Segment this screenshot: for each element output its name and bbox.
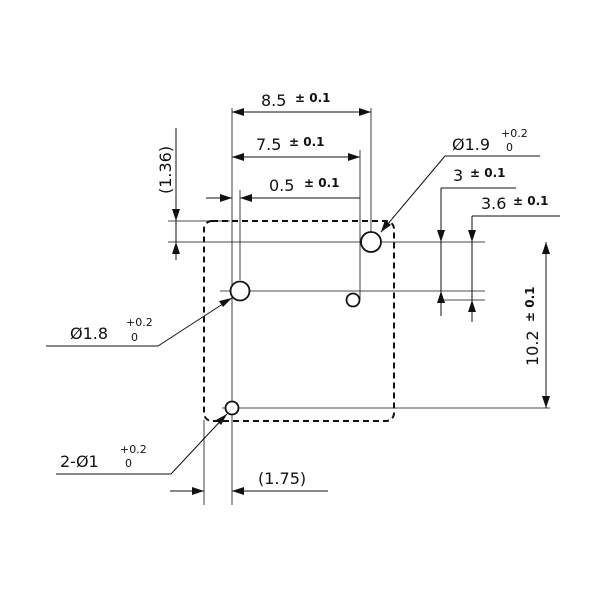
medium-hole-tol-upper: +0.2 xyxy=(126,316,153,329)
dimension-overall-width: 8.5 ± 0.1 xyxy=(232,91,371,116)
small-hole-bottom xyxy=(224,400,240,416)
overall-width-tolerance: ± 0.1 xyxy=(295,91,331,105)
large-hole-tol-upper: +0.2 xyxy=(501,127,528,140)
small-holes-value: 2-Ø1 xyxy=(60,452,99,471)
large-hole-tol-lower: 0 xyxy=(506,141,513,154)
callout-large-hole: Ø1.9 +0.2 0 xyxy=(380,127,540,233)
small-hole-right xyxy=(345,292,361,308)
callout-medium-hole: Ø1.8 +0.2 0 xyxy=(46,297,233,347)
medium-hole-value: Ø1.8 xyxy=(70,324,108,343)
medium-hole-tol-lower: 0 xyxy=(131,331,138,344)
vertical-3-tolerance: ± 0.1 xyxy=(470,166,506,180)
dimension-height: 10.2 ± 0.1 xyxy=(523,242,550,408)
vertical-3-6-value: 3.6 xyxy=(481,194,506,213)
pin-spacing-tolerance: ± 0.1 xyxy=(289,135,325,149)
small-holes-tol-lower: 0 xyxy=(125,457,132,470)
large-hole xyxy=(360,231,382,253)
pin-spacing-value: 7.5 xyxy=(256,135,281,154)
left-margin-value: (1.75) xyxy=(258,469,306,488)
height-value: 10.2 xyxy=(523,330,542,366)
top-margin-value: (1.36) xyxy=(156,146,175,194)
large-hole-value: Ø1.9 xyxy=(452,135,490,154)
pin-offset-tolerance: ± 0.1 xyxy=(304,176,340,190)
pin-offset-value: 0.5 xyxy=(269,176,294,195)
component-outline xyxy=(203,220,395,422)
overall-width-value: 8.5 xyxy=(261,91,286,110)
vertical-3-value: 3 xyxy=(453,166,463,185)
height-tolerance: ± 0.1 xyxy=(523,287,537,323)
small-holes-tol-upper: +0.2 xyxy=(120,443,147,456)
dimension-top-margin: (1.36) xyxy=(156,128,230,260)
vertical-3-6-tolerance: ± 0.1 xyxy=(513,194,549,208)
dimension-pin-offset: 0.5 ± 0.1 xyxy=(206,176,360,202)
dimension-vertical-3-6: 3.6 ± 0.1 xyxy=(440,194,560,322)
dimension-vertical-3: 3 ± 0.1 xyxy=(437,166,516,316)
dimension-left-margin: (1.75) xyxy=(170,469,328,495)
medium-hole xyxy=(229,280,251,302)
dimension-pin-spacing: 7.5 ± 0.1 xyxy=(232,135,360,161)
callout-small-holes: 2-Ø1 +0.2 0 xyxy=(56,413,228,475)
